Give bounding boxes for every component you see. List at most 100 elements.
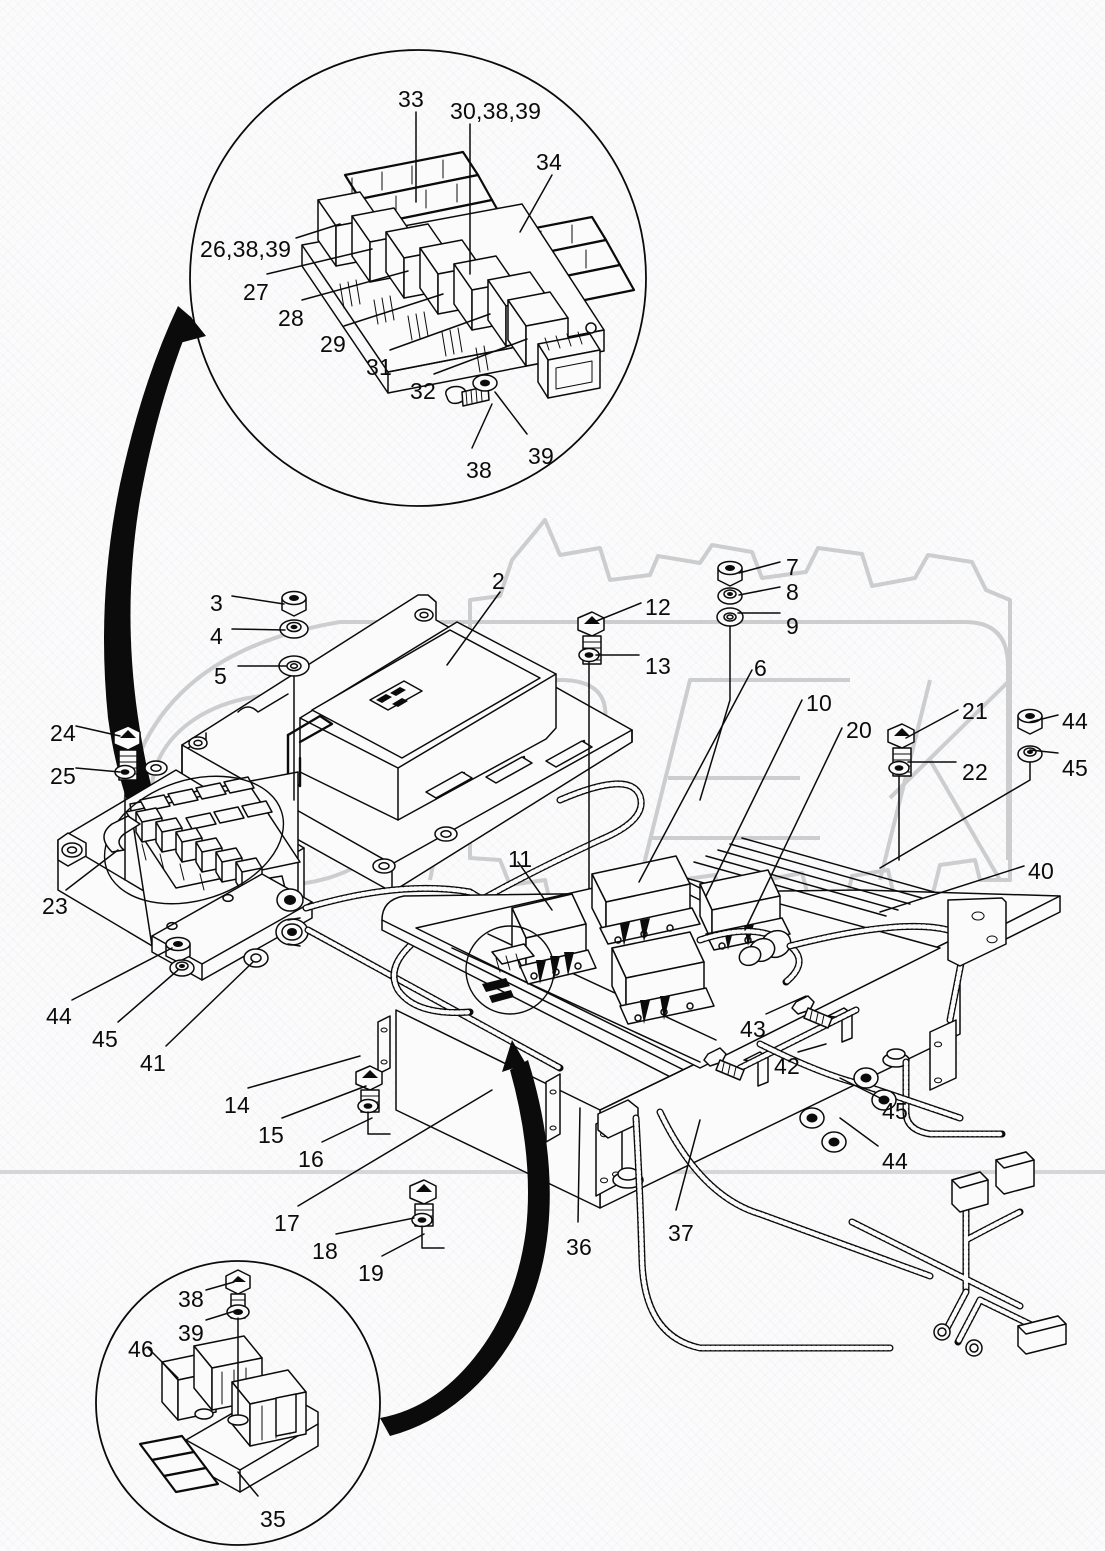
callout-leader-line — [295, 223, 341, 239]
washer-45-br — [853, 1067, 879, 1089]
clamp-42 — [736, 1006, 860, 1087]
callout-number: 17 — [274, 1210, 300, 1236]
callout-number: 44 — [46, 1003, 72, 1029]
callout-number: 19 — [358, 1260, 384, 1286]
washer-19 — [411, 1212, 433, 1228]
callout-leader-line — [205, 1281, 235, 1291]
callout-leader-line — [797, 1043, 827, 1053]
callout-number: 46 — [128, 1336, 154, 1362]
callout-number: 11 — [508, 846, 533, 872]
relay-20 — [611, 931, 715, 1025]
washer-45-right — [1017, 745, 1043, 763]
washer-9 — [716, 607, 744, 627]
callout-leader-line — [231, 628, 286, 631]
callout-leader-line — [765, 995, 807, 1015]
callout-number: 21 — [962, 698, 988, 724]
callout-leader-line — [1029, 714, 1059, 723]
callout-number: 44 — [1062, 708, 1088, 734]
callout-number: 27 — [243, 279, 269, 305]
callout-leader-line — [231, 595, 285, 605]
callout-leader-line — [638, 669, 753, 883]
callout-number: 8 — [786, 579, 799, 605]
ecu-controller-2 — [286, 621, 593, 821]
callout-number: 44 — [882, 1148, 908, 1174]
left-relay-panel — [57, 769, 313, 981]
callout-leader-line — [1029, 749, 1059, 754]
grommet-41 — [275, 917, 309, 947]
callout-number: 38 — [466, 457, 492, 483]
callout-leader-line — [71, 947, 173, 1001]
nut-44-br2 — [821, 1131, 847, 1153]
callout-number: 25 — [50, 763, 76, 789]
callout-number: 38 — [178, 1286, 204, 1312]
washer-16 — [357, 1098, 379, 1114]
callout-number: 20 — [846, 717, 872, 743]
callout-leader-line — [839, 1117, 879, 1147]
callout-number: 39 — [178, 1320, 204, 1346]
callout-leader-line — [593, 602, 642, 623]
callout-leader-line — [281, 1085, 367, 1119]
callout-leader-line — [205, 1309, 239, 1321]
callout-number: 37 — [668, 1220, 694, 1246]
deck-connector-detail — [465, 925, 555, 1015]
connector-block — [537, 331, 601, 399]
callout-number: 31 — [366, 354, 392, 380]
washer-5 — [278, 655, 310, 677]
callout-number: 36 — [566, 1234, 592, 1260]
callout-number: 24 — [50, 720, 76, 746]
callout-number: 3 — [210, 590, 223, 616]
callout-leader-line — [247, 1055, 361, 1089]
callout-leader-line — [471, 403, 493, 449]
callout-number: 45 — [882, 1098, 908, 1124]
callout-number: 40 — [1028, 858, 1054, 884]
washer-39-bottom — [226, 1304, 250, 1320]
nut-7 — [717, 560, 743, 587]
fuse-strip-35 — [138, 1434, 220, 1494]
callout-number: 4 — [210, 623, 223, 649]
callout-number: 29 — [320, 331, 346, 357]
callout-number: 33 — [398, 86, 424, 112]
callout-leader-line — [335, 1217, 415, 1235]
callout-leader-line — [738, 561, 781, 574]
callout-number: 45 — [1062, 755, 1088, 781]
callout-leader-line — [494, 391, 528, 435]
nut-3 — [281, 590, 307, 617]
callout-leader-line — [517, 861, 553, 911]
callout-number: 43 — [740, 1016, 766, 1042]
callout-leader-line — [165, 961, 254, 1047]
callout-number: 2 — [492, 568, 505, 594]
callout-number: 16 — [298, 1146, 324, 1172]
washer-39 — [472, 374, 498, 392]
bottom-detail-view — [95, 1040, 550, 1546]
callout-number: 30,38,39 — [450, 98, 542, 124]
callout-number: 13 — [645, 653, 671, 679]
callout-number: 10 — [806, 690, 832, 716]
callout-leader-line — [65, 849, 119, 891]
callout-number: 35 — [260, 1506, 286, 1532]
free-harness-connectors — [848, 1151, 1067, 1357]
callout-number: 32 — [410, 378, 436, 404]
callout-leader-line — [839, 1077, 881, 1099]
panel-fuses — [139, 776, 273, 830]
callout-leader-line — [147, 1347, 179, 1379]
harness-left — [302, 884, 654, 1072]
callout-leader-line — [705, 699, 803, 897]
callout-leader-line — [297, 1089, 493, 1207]
callout-leader-line — [446, 591, 501, 666]
detail-pointer-arrow-top — [104, 306, 192, 848]
relay-terminals — [339, 279, 489, 373]
callout-leader-line — [75, 725, 121, 737]
bolt-43-b — [791, 995, 833, 1029]
callout-leader-line — [905, 709, 959, 739]
detail-pointer-arrow-bottom — [380, 1060, 550, 1436]
washer-25 — [114, 764, 136, 780]
callout-number: 23 — [42, 893, 68, 919]
callout-leader-line — [381, 1233, 425, 1257]
callout-number: 9 — [786, 613, 799, 639]
relay-6 — [591, 855, 701, 946]
washer-22 — [888, 760, 910, 776]
callout-number: 12 — [645, 594, 671, 620]
callout-leader-line — [266, 248, 373, 275]
callout-leader-line — [577, 1107, 581, 1223]
